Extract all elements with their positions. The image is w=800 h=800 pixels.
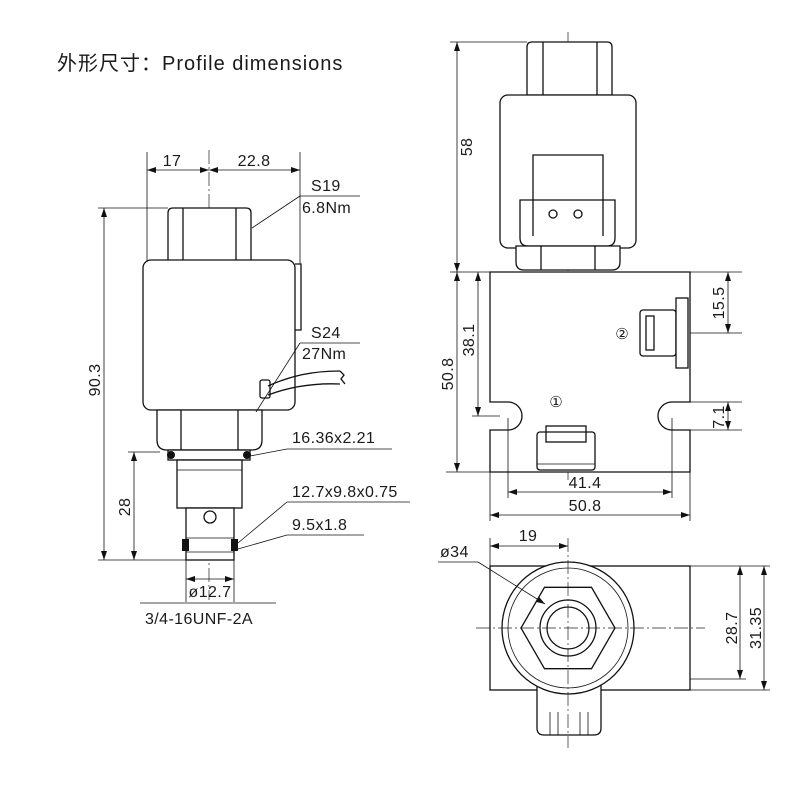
oring-lower-callout: 9.5x1.8	[237, 517, 364, 550]
oring-lower-label: 9.5x1.8	[292, 517, 347, 534]
cable-cut-end	[339, 370, 346, 385]
front-coil	[499, 94, 637, 249]
dim-port1-offset-label: 38.1	[461, 324, 478, 357]
bottom-nut-size-label: S24	[311, 325, 341, 342]
bottom-nut-torque-label: 27Nm	[302, 346, 346, 363]
oring-upper-label: 16.36x2.21	[292, 430, 375, 447]
cable-wire-lower	[267, 383, 341, 396]
dim-insert-length: 28	[117, 451, 160, 560]
bottom-nut-outline	[156, 409, 263, 451]
port-1-label: ①	[549, 393, 562, 411]
dim-center-offset: 19	[489, 528, 568, 566]
coil-diameter-label: ø34	[440, 544, 469, 561]
connector-pin-right	[573, 209, 583, 219]
dim-depth: 28.7 31.35	[690, 565, 770, 691]
dim-overall-length-label: 90.3	[87, 364, 104, 397]
coil-outline	[142, 259, 296, 411]
thread-spec-label: 3/4-16UNF-2A	[145, 611, 253, 628]
top-view-connector	[536, 684, 602, 736]
oring-middle-callout: 12.7x9.8x0.75	[237, 484, 410, 544]
dim-depth-inner-label: 28.7	[724, 612, 741, 645]
upper-seal-band	[167, 449, 251, 461]
connector-pin-left	[548, 209, 558, 219]
coil-diameter-leader	[477, 561, 546, 605]
top-view: ø34 19 28.7 31.35	[438, 528, 770, 748]
dim-block-height-label: 50.8	[440, 358, 457, 391]
bottom-nut-callout: S24 27Nm	[255, 325, 360, 413]
cartridge-upper-body	[176, 459, 243, 509]
dim-slot-width: 7.1	[690, 401, 742, 431]
top-nut-callout: S19 6.8Nm	[251, 178, 360, 229]
dim-port2-offset-label: 15.5	[711, 287, 728, 320]
dim-depth-outer-label: 31.35	[748, 607, 765, 649]
lower-oring-left	[182, 539, 189, 551]
dim-overall-length: 90.3	[87, 207, 186, 561]
dim-slot-pitch-label: 41.4	[569, 475, 602, 492]
port-2-inner	[645, 315, 655, 351]
dim-coil-height-label: 58	[459, 138, 476, 157]
dim-center-offset-label: 19	[519, 528, 538, 545]
top-connector-outline	[536, 684, 602, 736]
oring-middle-label: 12.7x9.8x0.75	[292, 484, 398, 501]
front-view: ② ① 58 50.8 38.1 15.5	[440, 32, 742, 521]
oring-upper-callout: 16.36x2.21	[249, 430, 392, 457]
front-top-nut-outline	[526, 41, 613, 96]
front-bottom-nut-outline	[515, 245, 621, 271]
dim-right-width-label: 22.8	[238, 153, 271, 170]
oring-upper-leader	[249, 448, 288, 457]
dim-left-width-label: 17	[163, 153, 182, 170]
side-view: 17 22.8 S19 6.8Nm S24 27Nm 90.3	[87, 150, 410, 628]
bottom-nut-leader	[255, 342, 301, 413]
dim-tip-diameter-label: ø12.7	[189, 584, 232, 601]
front-coil-recess	[532, 154, 604, 200]
coil-connector-strip	[295, 263, 302, 331]
front-bottom-nut	[515, 245, 621, 271]
dim-block-width: 50.8	[489, 472, 691, 521]
port-2-label: ②	[615, 325, 628, 343]
cartridge-body	[176, 459, 243, 561]
port-1-fitting	[536, 425, 596, 471]
page-title: 外形尺寸：Profile dimensions	[57, 52, 343, 75]
thread-callout: 3/4-16UNF-2A	[140, 602, 276, 628]
dim-block-height: 50.8	[440, 272, 490, 473]
cartridge-lower-body	[185, 507, 235, 561]
dim-right-width: 22.8	[209, 152, 301, 264]
top-nut-leader	[251, 195, 301, 229]
dim-block-width-label: 50.8	[569, 498, 602, 515]
upper-seal	[167, 449, 251, 461]
top-nut-torque-label: 6.8Nm	[302, 200, 351, 217]
top-nut-size-label: S19	[311, 178, 341, 195]
upper-oring-left	[167, 451, 175, 459]
dim-port2-offset: 15.5	[690, 271, 742, 334]
front-coil-connector	[519, 199, 616, 247]
coil-body	[142, 259, 302, 411]
lower-oring-right	[231, 539, 238, 551]
cartridge-cross-hole	[203, 510, 217, 524]
top-nut-outline	[167, 207, 252, 263]
top-nut	[167, 207, 252, 263]
dim-slot-pitch: 41.4	[507, 418, 673, 498]
dim-coil-height: 58	[450, 41, 527, 273]
front-connector-edges	[532, 200, 604, 236]
dim-slot-width-label: 7.1	[711, 405, 728, 428]
dim-insert-length-label: 28	[117, 498, 134, 517]
front-top-nut	[526, 41, 613, 96]
bottom-nut	[156, 409, 263, 451]
coil-diameter-callout: ø34	[438, 544, 546, 605]
dim-tip-diameter: ø12.7	[185, 560, 235, 602]
port-2-flange	[675, 297, 689, 369]
dim-port1-offset: 38.1	[461, 272, 500, 417]
port-1-inner	[545, 425, 587, 443]
dim-left-width: 17	[146, 152, 209, 262]
oring-lower-leader	[237, 534, 288, 550]
oring-middle-leader	[237, 501, 288, 544]
port-2-fitting	[639, 297, 689, 369]
upper-oring-right	[243, 451, 251, 459]
